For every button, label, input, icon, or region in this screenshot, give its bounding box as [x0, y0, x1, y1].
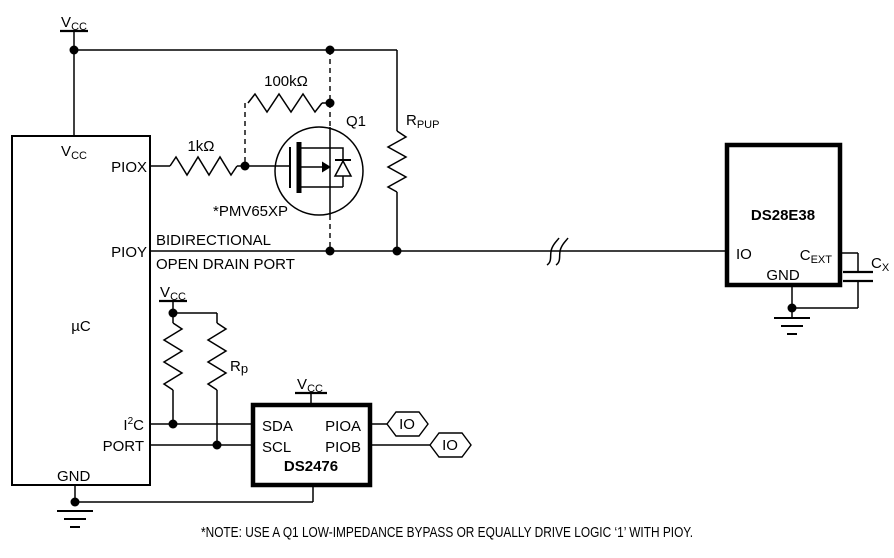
resistor-rp-right [206, 322, 228, 391]
uc-box [11, 135, 151, 486]
ds28e38-pin-gnd: GND [766, 267, 800, 284]
uc-pin-gnd: GND [57, 468, 91, 485]
ds2476-box [250, 402, 373, 488]
ds28e38-name: DS28E38 [751, 207, 815, 224]
rp-label: Rp [230, 358, 248, 376]
q1-body-arrow [322, 161, 331, 173]
uc-pin-port: PORT [103, 438, 144, 455]
ds28e38-pin-io: IO [736, 246, 752, 263]
vcc-label-mid: VCC [160, 284, 186, 303]
resistor-rpup [386, 130, 408, 193]
uc-pin-pioy: PIOY [111, 244, 147, 261]
vcc-label-top: VCC [61, 14, 87, 33]
resistor-100k-label: 100kΩ [264, 73, 308, 90]
uc-ground-symbol [57, 510, 93, 528]
wires [60, 29, 859, 503]
uc-pin-i2c: I2C [123, 416, 144, 434]
resistor-100k [247, 92, 323, 114]
ds28e38-box [724, 142, 843, 288]
uc-pin-vcc: VCC [61, 143, 87, 162]
uc-name: µC [71, 318, 91, 335]
resistor-1k [169, 155, 238, 177]
resistor-rp-left [162, 322, 184, 391]
io-tag-b [429, 432, 472, 458]
ds2476-pin-scl: SCL [262, 439, 291, 456]
uc-pin-piox: PIOX [111, 159, 147, 176]
resistor-1k-label: 1kΩ [187, 138, 214, 155]
rpup-label: RPUP [406, 112, 439, 131]
pioy-caption-line2: OPEN DRAIN PORT [156, 256, 295, 273]
ds28e38-pin-cext: CEXT [800, 247, 833, 266]
cx-label: CX [871, 255, 890, 274]
q1-diode-triangle [333, 159, 353, 177]
ds2476-pin-pioa: PIOA [325, 418, 361, 435]
vcc-label-ds2476: VCC [297, 376, 323, 395]
junction-dots [69, 45, 797, 507]
pioy-caption-line1: BIDIRECTIONAL [156, 232, 271, 249]
wire-break-icon [546, 237, 569, 266]
q1-part-label: *PMV65XP [213, 203, 288, 220]
cext-gnd-wiring [791, 252, 859, 318]
io-tag-a [386, 411, 429, 437]
q1-diode-branch [330, 147, 344, 188]
io-tag-a-label: IO [399, 416, 415, 433]
capacitor-cx-symbol [843, 270, 873, 283]
ds2476-pin-piob: PIOB [325, 439, 361, 456]
q1-mosfet-symbol [237, 126, 364, 216]
io-tag-b-label: IO [442, 437, 458, 454]
ds2476-name: DS2476 [284, 458, 338, 475]
q1-designator-label: Q1 [346, 113, 366, 130]
q1-body-circle [274, 126, 364, 216]
ds2476-pin-sda: SDA [262, 418, 293, 435]
footnote: *NOTE: USE A Q1 LOW-IMPEDANCE BYPASS OR … [201, 524, 693, 541]
ds28e38-ground-symbol [774, 317, 810, 335]
